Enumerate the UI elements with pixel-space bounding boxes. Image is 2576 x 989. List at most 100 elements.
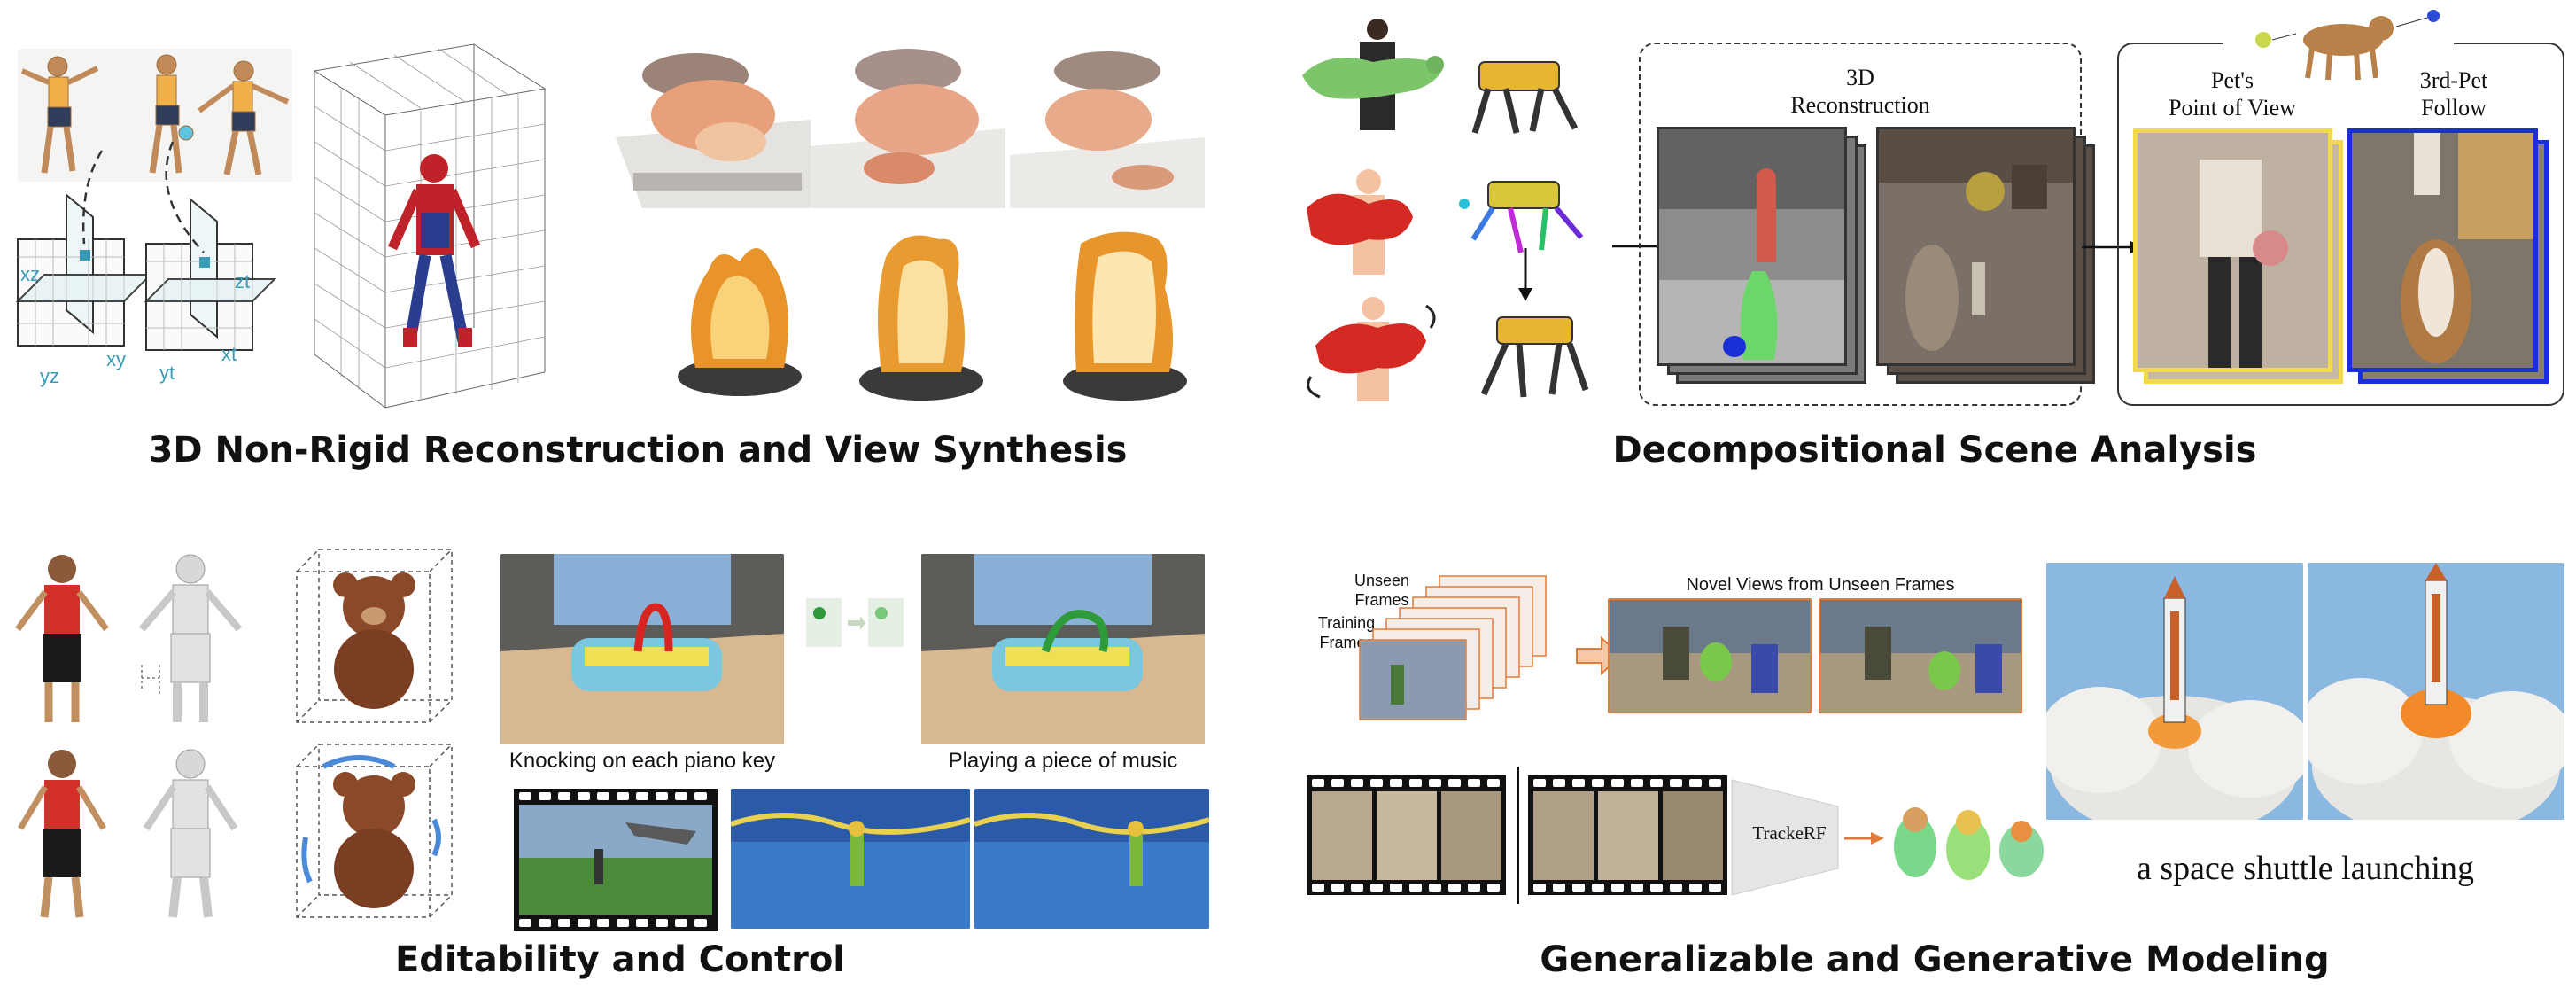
quadrant-non-rigid-reconstruction: xz yz xy zt yt xt — [0, 0, 1276, 496]
film-sprocket-hole — [539, 792, 551, 800]
film-sprocket-hole — [675, 919, 687, 927]
film-frame-park — [519, 805, 712, 915]
film-strip — [514, 789, 718, 931]
red-arrow — [633, 603, 673, 652]
colored-skeleton-figure — [1457, 168, 1590, 266]
film-sprocket-hole — [519, 792, 531, 800]
film-sprocket-hole — [578, 919, 590, 927]
film-sprocket-hole — [1409, 779, 1422, 787]
unseen-frames-label: Unseen Frames — [1329, 572, 1435, 610]
person-dinosaur-photo — [1302, 13, 1453, 142]
trackerf-funnel — [1731, 779, 1839, 896]
follow-title-line2: Follow — [2421, 95, 2487, 121]
piano-music-photo — [921, 554, 1205, 744]
dog-frame-1 — [1312, 791, 1372, 880]
avatar-colored-1 — [13, 549, 111, 727]
pov-title-line2: Point of View — [2169, 95, 2296, 121]
film-sprocket-hole — [1448, 779, 1461, 787]
training-frame-stack — [1359, 575, 1547, 720]
film-sprocket-hole — [1631, 779, 1643, 787]
segmentation-figure-2 — [1307, 292, 1439, 408]
plane-label-xz: xz — [20, 263, 40, 285]
film-sprocket-hole — [519, 919, 531, 927]
campfire-view-1 — [673, 226, 806, 403]
film-sprocket-hole — [1670, 779, 1682, 787]
film-sprocket-hole — [1689, 884, 1702, 892]
piano-left-caption: Knocking on each piano key — [508, 749, 776, 773]
film-sprocket-hole — [1312, 884, 1324, 892]
film-sprocket-hole — [1409, 884, 1422, 892]
segmented-person — [1757, 183, 1776, 262]
dog-frame-4 — [1533, 791, 1594, 880]
segmentation-figure-1 — [1307, 164, 1422, 279]
novel-view-2 — [1819, 598, 2022, 713]
film-sprocket-hole — [558, 792, 570, 800]
teddy-bear-cage-1 — [288, 545, 456, 731]
unseen-frames-line2: Frames — [1354, 590, 1409, 609]
film-sprocket-hole — [539, 919, 551, 927]
trackerf-label: TrackeRF — [1752, 822, 1827, 844]
test-film-strip — [1528, 775, 1727, 895]
stylized-frame-1 — [731, 789, 970, 929]
quadrant-scene-analysis: 3D Reconstruction — [1293, 0, 2576, 496]
film-sprocket-hole — [1468, 884, 1480, 892]
film-sprocket-hole — [597, 919, 609, 927]
rgb-frame-front — [1876, 127, 2076, 366]
film-sprocket-hole — [597, 792, 609, 800]
plane-label-yz: yz — [40, 365, 59, 387]
depth-frame-front — [1657, 127, 1847, 366]
film-sprocket-hole — [578, 792, 590, 800]
voxel-grid-figure — [313, 43, 547, 409]
film-sprocket-hole — [1611, 884, 1624, 892]
film-sprocket-hole — [1468, 779, 1480, 787]
film-sprocket-hole — [1592, 779, 1604, 787]
film-sprocket-hole — [1370, 779, 1383, 787]
film-sprocket-hole — [1487, 779, 1500, 787]
film-sprocket-hole — [636, 792, 648, 800]
film-sprocket-hole — [1689, 779, 1702, 787]
arrow-to-reconstruction — [1612, 245, 1657, 248]
caption-editability: Editability and Control — [394, 939, 846, 980]
piano-knocking-photo — [500, 554, 784, 744]
pov-frame-front — [2133, 128, 2332, 372]
plane-sample-marker — [80, 250, 90, 261]
training-frames-line1: Training — [1317, 614, 1376, 632]
film-sprocket-hole — [1429, 779, 1441, 787]
film-sprocket-hole — [1533, 884, 1546, 892]
reconstruction-title: 3D Reconstruction — [1772, 64, 1949, 119]
dog-heatmaps — [1894, 807, 2044, 880]
segmented-ball — [1723, 336, 1746, 357]
green-arrow — [1041, 610, 1109, 653]
stylized-frame-2 — [974, 789, 1209, 929]
film-sprocket-hole — [1592, 884, 1604, 892]
pov-title: Pet's Point of View — [2122, 66, 2343, 121]
point-cloud-view-2 — [811, 22, 1005, 208]
teddy-bear-cage-2 — [288, 740, 456, 926]
film-sprocket-hole — [1533, 779, 1546, 787]
caption-scene-analysis: Decompositional Scene Analysis — [1612, 430, 2257, 471]
dog-frame-2 — [1377, 791, 1437, 880]
film-sprocket-hole — [656, 792, 668, 800]
shuttle-image-1 — [2046, 563, 2303, 820]
campfire-view-2 — [855, 222, 988, 408]
tap-icon — [813, 607, 826, 619]
dancer-figures-graphic — [20, 54, 290, 175]
avatar-mesh-2 — [133, 744, 248, 922]
film-sprocket-hole — [1631, 884, 1643, 892]
film-sprocket-hole — [1390, 884, 1402, 892]
plane-label-xy: xy — [106, 348, 126, 370]
film-sprocket-hole — [1572, 884, 1585, 892]
film-sprocket-hole — [1650, 884, 1663, 892]
film-sprocket-hole — [694, 919, 707, 927]
dancer-sequence-image — [18, 49, 292, 182]
film-sprocket-hole — [1650, 779, 1663, 787]
down-arrow — [1518, 248, 1532, 301]
music-tap-icon — [875, 607, 888, 619]
film-sprocket-hole — [1370, 884, 1383, 892]
dog-frame-3 — [1441, 791, 1501, 880]
reconstruction-title-line2: Reconstruction — [1790, 92, 1930, 119]
film-sprocket-hole — [1351, 884, 1363, 892]
film-sprocket-hole — [1709, 884, 1721, 892]
training-film-strip — [1307, 775, 1506, 895]
novel-view-1 — [1608, 598, 1812, 713]
